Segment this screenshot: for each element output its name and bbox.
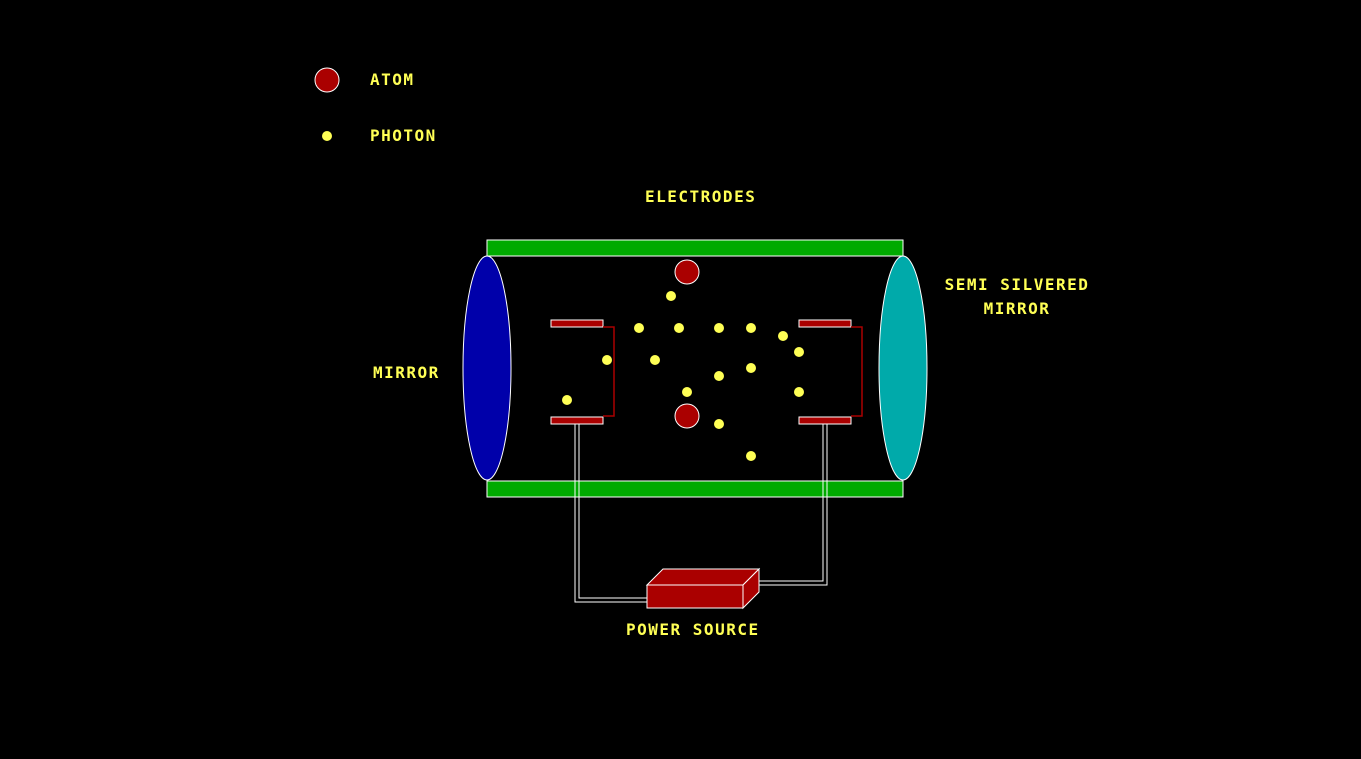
photon bbox=[794, 347, 804, 357]
photon bbox=[634, 323, 644, 333]
mirror-label: MIRROR bbox=[373, 363, 440, 382]
atom-legend-label: ATOM bbox=[370, 70, 415, 89]
photon bbox=[746, 451, 756, 461]
atom bbox=[674, 259, 700, 285]
power-source-label: POWER SOURCE bbox=[626, 620, 760, 639]
photon bbox=[794, 387, 804, 397]
right-electrode-plate-bottom bbox=[798, 416, 852, 425]
left-electrode-plate-bottom bbox=[550, 416, 604, 425]
photon bbox=[650, 355, 660, 365]
semi-silvered-label-line1: SEMI SILVERED bbox=[944, 275, 1090, 294]
electrodes-label: ELECTRODES bbox=[645, 187, 757, 206]
photon bbox=[666, 291, 676, 301]
left-electrode-plate-top bbox=[550, 319, 604, 328]
photon bbox=[714, 419, 724, 429]
photon bbox=[602, 355, 612, 365]
mirror bbox=[462, 255, 512, 481]
semi-silvered-label-line2: MIRROR bbox=[983, 299, 1051, 318]
right-electrode-connector bbox=[851, 326, 863, 417]
power-source-box bbox=[645, 567, 761, 610]
photon bbox=[562, 395, 572, 405]
bottom-electrode-bar bbox=[486, 480, 904, 498]
photon-legend-icon bbox=[322, 131, 332, 141]
left-wire bbox=[574, 424, 647, 603]
photon bbox=[746, 363, 756, 373]
semi-silvered-mirror bbox=[878, 255, 928, 481]
atom-legend-icon bbox=[314, 67, 340, 93]
photon bbox=[682, 387, 692, 397]
right-electrode-plate-top bbox=[798, 319, 852, 328]
photon bbox=[714, 371, 724, 381]
photon bbox=[778, 331, 788, 341]
photon bbox=[746, 323, 756, 333]
right-wire bbox=[758, 424, 828, 586]
left-electrode-connector bbox=[603, 326, 615, 417]
photon bbox=[714, 323, 724, 333]
top-electrode-bar bbox=[486, 239, 904, 257]
right-wire-inner bbox=[758, 424, 824, 582]
photon bbox=[674, 323, 684, 333]
photon-legend-label: PHOTON bbox=[370, 126, 437, 145]
atom bbox=[674, 403, 700, 429]
left-wire-inner bbox=[578, 424, 647, 599]
